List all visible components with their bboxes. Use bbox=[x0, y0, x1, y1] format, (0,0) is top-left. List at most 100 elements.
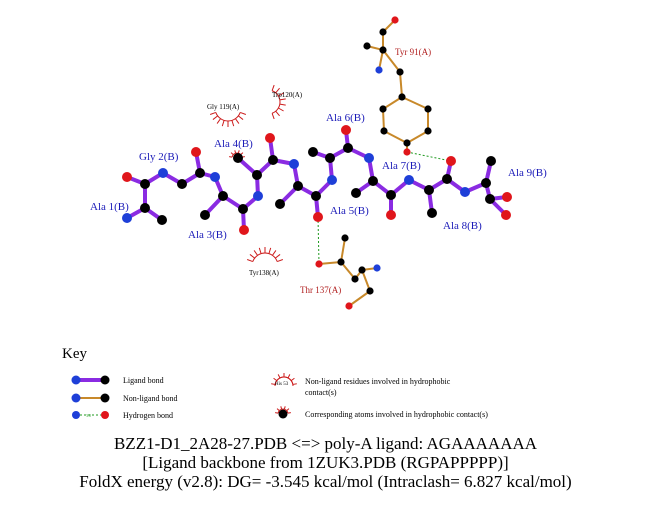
carbon-atom bbox=[424, 127, 432, 135]
nitrogen-atom bbox=[373, 264, 381, 272]
legend-residue-contact-tick bbox=[271, 383, 276, 385]
nitrogen-atom bbox=[210, 172, 220, 182]
legend-atom-contact-tick bbox=[280, 406, 283, 410]
gly119-contact-tick bbox=[235, 118, 240, 124]
trp120-contact-tick bbox=[275, 87, 280, 94]
gly119-contact-tick bbox=[209, 111, 216, 115]
carbon-atom bbox=[358, 266, 366, 274]
legend-hydrophobic-residues-label-2: contact(s) bbox=[305, 388, 337, 397]
ala4-atom-contact-tick bbox=[229, 156, 233, 158]
oxygen-atom bbox=[313, 212, 323, 222]
legend-nonligand-bond-c-atom bbox=[100, 393, 110, 403]
legend-hbond-n-atom bbox=[72, 411, 80, 419]
nonligand-bond bbox=[318, 261, 342, 265]
oxygen-atom bbox=[315, 260, 323, 268]
legend-nonligand-bond-n-atom bbox=[71, 393, 81, 403]
carbon-atom bbox=[140, 179, 150, 189]
label-thr137: Thr 137(A) bbox=[300, 285, 341, 295]
gly119-contact-tick bbox=[240, 111, 247, 115]
legend-ligand-bond-c-atom bbox=[100, 375, 110, 385]
tyr138-contact-tick bbox=[253, 250, 258, 256]
legend-hydrophobic-residues-label-1: Non-ligand residues involved in hydropho… bbox=[305, 377, 451, 386]
legend-ligand-bond-label: Ligand bond bbox=[123, 376, 164, 385]
carbon-atom bbox=[379, 28, 387, 36]
nitrogen-atom bbox=[375, 66, 383, 74]
ala4-atom-contact-tick bbox=[237, 150, 240, 154]
carbon-atom bbox=[252, 170, 262, 180]
hydrogen-bond bbox=[406, 151, 452, 162]
carbon-atom bbox=[341, 234, 349, 242]
nitrogen-atom bbox=[122, 213, 132, 223]
carbon-atom bbox=[424, 185, 434, 195]
nonligand-bond bbox=[340, 237, 346, 263]
nitrogen-atom bbox=[158, 168, 168, 178]
carbon-atom bbox=[485, 194, 495, 204]
legend-residue-contact-tick bbox=[277, 374, 281, 379]
carbon-atom bbox=[366, 287, 374, 295]
legend-atom-contact-tick bbox=[286, 408, 290, 412]
legend-his53-label: His 53 bbox=[275, 382, 289, 387]
caption-line-1: BZZ1-D1_2A28-27.PDB <=> poly-A ligand: A… bbox=[113, 434, 538, 453]
nitrogen-atom bbox=[404, 175, 414, 185]
oxygen-atom bbox=[502, 192, 512, 202]
legend-hbond-o-atom bbox=[101, 411, 109, 419]
gly119-contact-tick bbox=[238, 115, 244, 120]
carbon-atom bbox=[200, 210, 210, 220]
gly119-contact-arc bbox=[215, 112, 241, 122]
hydrogen-bonds-layer bbox=[317, 151, 452, 265]
oxygen-atom bbox=[345, 302, 353, 310]
gly119-contact-tick bbox=[216, 118, 221, 124]
nitrogen-atom bbox=[460, 187, 470, 197]
trp120-contact-tick bbox=[278, 92, 284, 97]
legend-residue-contact-tick bbox=[273, 377, 278, 382]
legend-hydrophobic-residue-arc bbox=[274, 376, 294, 387]
legend-hbond-label: Hydrogen bond bbox=[123, 411, 173, 420]
caption-line-3: FoldX energy (v2.8): DG= -3.545 kcal/mol… bbox=[79, 472, 572, 491]
legend-hydrophobic-atom bbox=[278, 409, 288, 419]
carbon-atom bbox=[157, 215, 167, 225]
nonligand-bond bbox=[382, 96, 403, 110]
carbon-atom bbox=[403, 139, 411, 147]
oxygen-atom bbox=[341, 125, 351, 135]
legend-hbond-length: 3.0 bbox=[86, 413, 91, 418]
legend-hydrophobic-atoms-label: Corresponding atoms involved in hydropho… bbox=[305, 410, 488, 419]
legend-atom-contact-tick bbox=[287, 412, 291, 414]
carbon-atom bbox=[442, 174, 452, 184]
tyr138-contact-tick bbox=[275, 254, 281, 259]
label-ala3: Ala 3(B) bbox=[188, 229, 227, 241]
gly119-contact-tick bbox=[231, 120, 235, 127]
trp120-contact-arc bbox=[271, 90, 281, 114]
legend-nonligand-bond-label: Non-ligand bond bbox=[123, 394, 177, 403]
label-ala8: Ala 8(B) bbox=[443, 220, 482, 232]
tyr138-contact-tick bbox=[277, 259, 284, 263]
carbon-atom bbox=[481, 178, 491, 188]
trp120-contact-tick bbox=[275, 110, 280, 117]
nonligand-bond bbox=[361, 269, 371, 292]
label-ala6: Ala 6(B) bbox=[326, 112, 365, 124]
legend-title: Key bbox=[62, 346, 87, 362]
label-gly119: Gly 119(A) bbox=[207, 103, 240, 111]
legend: Key Ligand bond Non-ligand bond 3.0 Hydr… bbox=[62, 346, 488, 420]
legend-atom-contact-tick bbox=[283, 406, 286, 410]
tyr138-contact-tick bbox=[268, 247, 272, 254]
nonligand-bond bbox=[406, 130, 429, 144]
hydrophobic-arcs-layer bbox=[209, 84, 297, 414]
oxygen-atom bbox=[403, 148, 411, 156]
legend-atom-contact-tick bbox=[275, 412, 279, 414]
carbon-atom bbox=[351, 188, 361, 198]
carbon-atom bbox=[427, 208, 437, 218]
legend-atom-contact-tick bbox=[276, 408, 280, 412]
carbon-atom bbox=[343, 143, 353, 153]
legend-residue-contact-tick bbox=[287, 374, 291, 379]
nitrogen-atom bbox=[364, 153, 374, 163]
oxygen-atom bbox=[239, 225, 249, 235]
trp120-contact-tick bbox=[279, 98, 286, 101]
carbon-atom bbox=[398, 93, 406, 101]
carbon-atom bbox=[233, 153, 243, 163]
carbon-atom bbox=[140, 203, 150, 213]
tyr138-contact-tick bbox=[249, 254, 255, 259]
carbon-atom bbox=[424, 105, 432, 113]
nitrogen-atom bbox=[327, 175, 337, 185]
carbon-atom bbox=[386, 190, 396, 200]
